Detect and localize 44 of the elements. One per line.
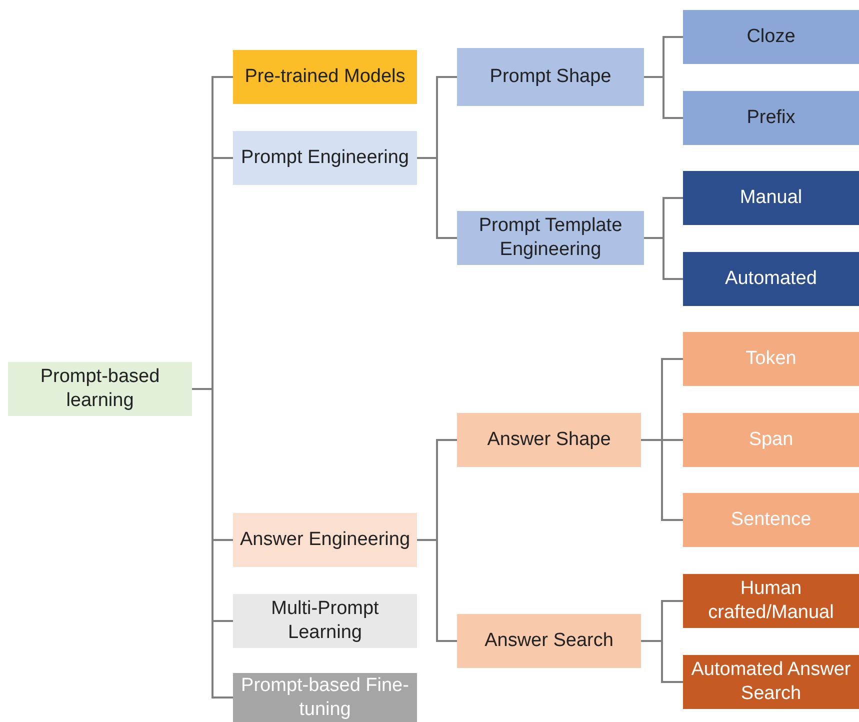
category-box [8,362,192,416]
tree-connector [417,539,457,642]
tree-connector [417,157,457,239]
category-box [233,50,417,104]
category-label: Pre-trained Models [244,65,406,89]
tree-connector [644,237,683,280]
category-label: Manual [740,186,802,210]
category-label: Sentence [730,508,812,532]
category-label: Multi-Prompt Learning [270,597,380,645]
category-box [683,493,859,547]
category-box [683,332,859,386]
category-box [683,252,859,306]
category-box [683,655,859,709]
category-box [683,91,859,145]
category-box [683,10,859,64]
category-box [457,614,641,668]
tree-connector [192,388,233,698]
category-box [457,211,644,265]
category-label: Automated Answer Search [690,658,852,706]
category-box [457,48,644,106]
category-label: Span [748,428,794,452]
category-box [233,594,417,648]
category-label: Prompt Template Engineering [478,214,624,262]
category-label: Prompt-based Fine-tuning [240,674,410,722]
category-label: Answer Shape [487,428,611,452]
category-label: Human crafted/Manual [707,577,835,625]
category-box [683,574,859,628]
category-box [233,131,417,185]
category-label: Prefix [746,106,796,130]
category-label: Prompt-based learning [39,365,161,413]
tree-connector [641,439,683,521]
category-label: Prompt Shape [490,65,612,89]
tree-connector [641,640,683,683]
category-box [233,513,417,567]
category-label: Answer Search [484,629,614,653]
category-label: Cloze [746,25,796,49]
category-box [683,413,859,467]
category-box [457,413,641,467]
category-label: Token [746,347,796,371]
category-box [683,171,859,225]
category-label: Automated [725,267,817,291]
tree-connector [644,76,683,119]
category-label: Prompt Engineering [241,146,409,170]
category-label: Answer Engineering [240,528,410,552]
